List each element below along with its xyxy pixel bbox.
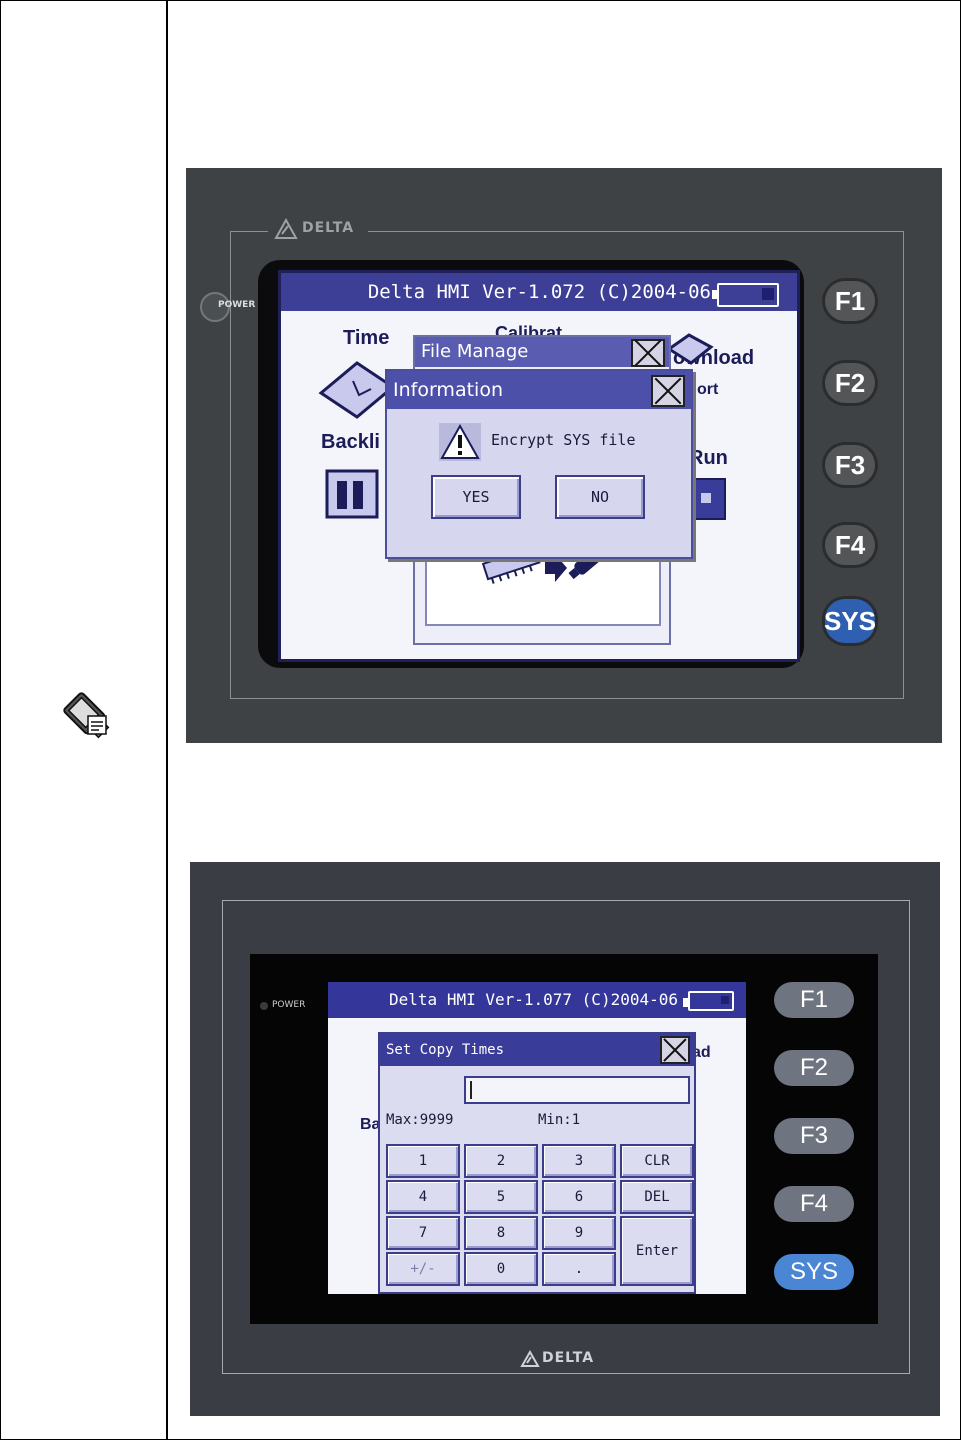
key-6[interactable]: 6: [542, 1180, 616, 1214]
file-manage-title-bar: File Manage: [415, 337, 669, 367]
set-copy-times-dialog: Set Copy Times Max:9999 Min:1 1 2 3 CLR …: [378, 1032, 696, 1294]
f4-key[interactable]: F4: [822, 522, 878, 568]
warning-icon: [439, 423, 481, 461]
information-close-icon[interactable]: [651, 375, 685, 407]
hmi-screen: Delta HMI Ver-1.077 (C)2004-06 ad Ba Set…: [328, 982, 746, 1294]
key-del[interactable]: DEL: [620, 1180, 694, 1214]
information-dialog: Information Encrypt SYS file YES NO: [385, 369, 693, 559]
set-copy-times-close-icon[interactable]: [660, 1036, 690, 1064]
yes-button[interactable]: YES: [431, 475, 521, 519]
key-3[interactable]: 3: [542, 1144, 616, 1178]
information-title: Information: [393, 379, 503, 401]
f1-key[interactable]: F1: [774, 982, 854, 1018]
no-button[interactable]: NO: [555, 475, 645, 519]
menu-label-download[interactable]: ad: [692, 1044, 711, 1061]
file-manage-close-icon[interactable]: [631, 339, 665, 367]
hmi-title: Delta HMI Ver-1.072 (C)2004-06: [367, 281, 711, 303]
device-frame-line: [222, 900, 910, 1374]
delta-logo: DELTA: [520, 1348, 620, 1370]
hmi-title-bar: Delta HMI Ver-1.072 (C)2004-06: [281, 273, 797, 311]
key-dot[interactable]: .: [542, 1252, 616, 1286]
key-1[interactable]: 1: [386, 1144, 460, 1178]
menu-label-time[interactable]: Time: [343, 327, 390, 349]
device-frame-line: [230, 231, 904, 699]
f3-key[interactable]: F3: [774, 1118, 854, 1154]
file-manage-title: File Manage: [421, 341, 529, 362]
f2-key[interactable]: F2: [822, 360, 878, 406]
column-divider: [166, 0, 168, 1440]
max-label: Max:9999: [386, 1112, 454, 1128]
information-title-bar: Information: [387, 371, 691, 409]
hmi-screen: Delta HMI Ver-1.072 (C)2004-06 Time Cali…: [278, 270, 800, 662]
key-enter[interactable]: Enter: [620, 1216, 694, 1286]
key-2[interactable]: 2: [464, 1144, 538, 1178]
key-0[interactable]: 0: [464, 1252, 538, 1286]
sys-key[interactable]: SYS: [822, 596, 878, 646]
delta-logo: DELTA: [268, 216, 368, 242]
hmi-device-1: DELTA POWER Delta HMI Ver-1.072 (C)2004-…: [186, 168, 942, 743]
copy-times-input[interactable]: [464, 1076, 690, 1104]
set-copy-times-title-bar: Set Copy Times: [380, 1034, 694, 1066]
menu-label-backlight[interactable]: Ba: [360, 1116, 381, 1133]
f4-key[interactable]: F4: [774, 1186, 854, 1222]
key-7[interactable]: 7: [386, 1216, 460, 1250]
sys-key[interactable]: SYS: [774, 1254, 854, 1290]
power-label: POWER: [272, 1000, 306, 1010]
hmi-device-2: POWER Delta HMI Ver-1.077 (C)2004-06 ad …: [190, 862, 940, 1416]
menu-label-import: ort: [697, 381, 719, 398]
hmi-title: Delta HMI Ver-1.077 (C)2004-06: [389, 990, 678, 1009]
backlight-icon: [325, 469, 379, 519]
usb-disk-icon: [63, 692, 110, 739]
key-plus-minus[interactable]: +/-: [386, 1252, 460, 1286]
battery-icon: [683, 991, 734, 1011]
information-message: Encrypt SYS file: [491, 431, 636, 449]
download-icon: [666, 333, 714, 365]
key-8[interactable]: 8: [464, 1216, 538, 1250]
menu-label-backlight[interactable]: Backli: [321, 431, 380, 453]
key-clr[interactable]: CLR: [620, 1144, 694, 1178]
min-label: Min:1: [538, 1112, 581, 1128]
power-label: POWER: [218, 300, 256, 310]
f1-key[interactable]: F1: [822, 278, 878, 324]
f2-key[interactable]: F2: [774, 1050, 854, 1086]
power-led: [260, 1002, 268, 1010]
hmi-title-bar: Delta HMI Ver-1.077 (C)2004-06: [328, 982, 746, 1018]
f3-key[interactable]: F3: [822, 442, 878, 488]
key-4[interactable]: 4: [386, 1180, 460, 1214]
key-9[interactable]: 9: [542, 1216, 616, 1250]
power-led: [200, 292, 230, 322]
menu-label-run[interactable]: Run: [689, 447, 728, 469]
set-copy-times-title: Set Copy Times: [386, 1042, 505, 1058]
key-5[interactable]: 5: [464, 1180, 538, 1214]
battery-icon: [712, 283, 779, 307]
